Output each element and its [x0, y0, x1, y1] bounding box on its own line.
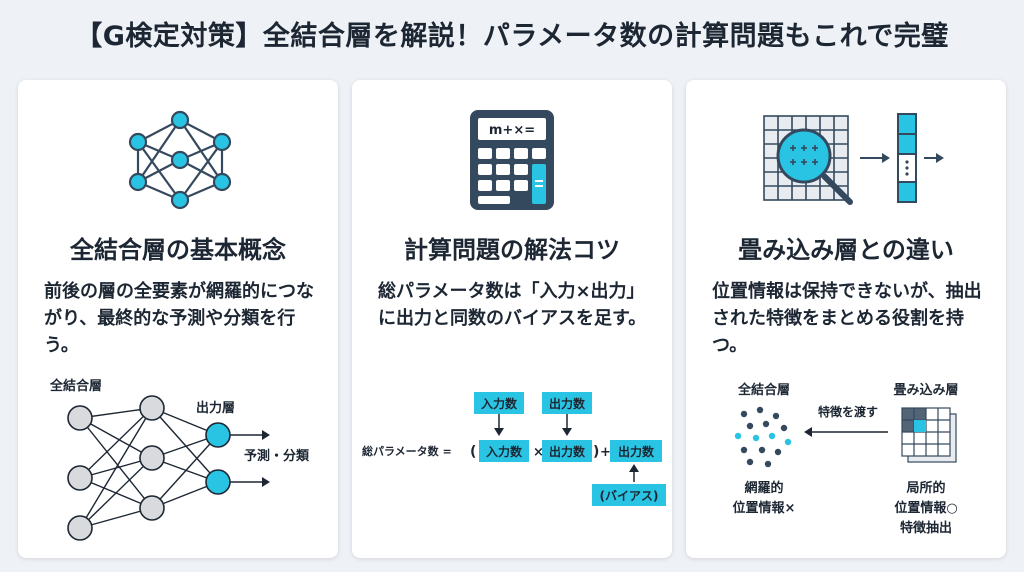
box-output-count-bias: 出力数 — [618, 444, 655, 459]
times-sign: × — [533, 445, 544, 460]
card-title: 全結合層の基本概念 — [70, 236, 286, 264]
conv-caption-local: 局所的 — [906, 480, 945, 496]
card-description: 位置情報は保持できないが、抽出された特徴をまとめる役割を持つ。 — [712, 281, 982, 356]
close-paren: ) — [593, 444, 599, 460]
label-prediction: 予測・分類 — [244, 448, 310, 464]
card-description: 前後の層の全要素が網羅的につながり、最終的な予測や分類を行う。 — [44, 281, 314, 356]
calculator-icon: m+×= — [352, 104, 672, 234]
label-fully-connected: 全結合層 — [737, 382, 790, 398]
fc-caption-exhaustive: 網羅的 — [744, 480, 783, 496]
open-paren: ( — [470, 444, 476, 460]
fc-vs-conv-diagram: 全結合層 畳み込み層 特徴を渡す — [686, 370, 1006, 555]
conv-caption-feature-extraction: 特徴抽出 — [900, 520, 952, 536]
plus-sign: + — [600, 445, 611, 460]
card-vs-convolution: 畳み込み層との違い 位置情報は保持できないが、抽出された特徴をまとめる役割を持つ… — [686, 80, 1006, 558]
magnifier-grid-icon — [686, 104, 1006, 234]
parameter-formula-diagram: 入力数 出力数 総パラメータ数 = ( 入力数 × 出力数 ) + 出力数 (バ… — [352, 370, 672, 555]
box-output-count: 出力数 — [549, 444, 586, 459]
box-input-count: 入力数 — [486, 444, 523, 459]
card-title: 計算問題の解法コツ — [404, 236, 620, 264]
box-input-count-top: 入力数 — [481, 396, 518, 411]
label-fully-connected: 全結合層 — [49, 378, 102, 394]
card-title: 畳み込み層との違い — [738, 236, 954, 264]
card-calculation-tips: m+×= 計算問題の解法コツ 総パラメータ数は「入力×出力」に出力と同数のバイア… — [352, 80, 672, 558]
card-description: 総パラメータ数は「入力×出力」に出力と同数のバイアスを足す。 — [378, 281, 647, 329]
fc-caption-no-position: 位置情報× — [733, 500, 796, 516]
box-bias: (バイアス) — [600, 489, 659, 503]
label-pass-features: 特徴を渡す — [818, 404, 878, 419]
calculator-display: m+×= — [489, 123, 535, 138]
card-fully-connected-basics: 全結合層の基本概念 前後の層の全要素が網羅的につながり、最終的な予測や分類を行う… — [18, 80, 338, 558]
neural-network-icon — [18, 104, 338, 234]
formula-label: 総パラメータ数 = — [362, 444, 452, 458]
box-output-count-top: 出力数 — [549, 396, 586, 411]
label-output-layer: 出力層 — [196, 400, 235, 416]
fc-network-diagram: 全結合層 出力層 予測・分類 — [18, 370, 338, 555]
label-convolution: 畳み込み層 — [893, 382, 958, 398]
page-title: 【G検定対策】全結合層を解説！パラメータ数の計算問題もこれで完璧 — [75, 21, 949, 52]
conv-caption-position: 位置情報○ — [894, 500, 957, 516]
